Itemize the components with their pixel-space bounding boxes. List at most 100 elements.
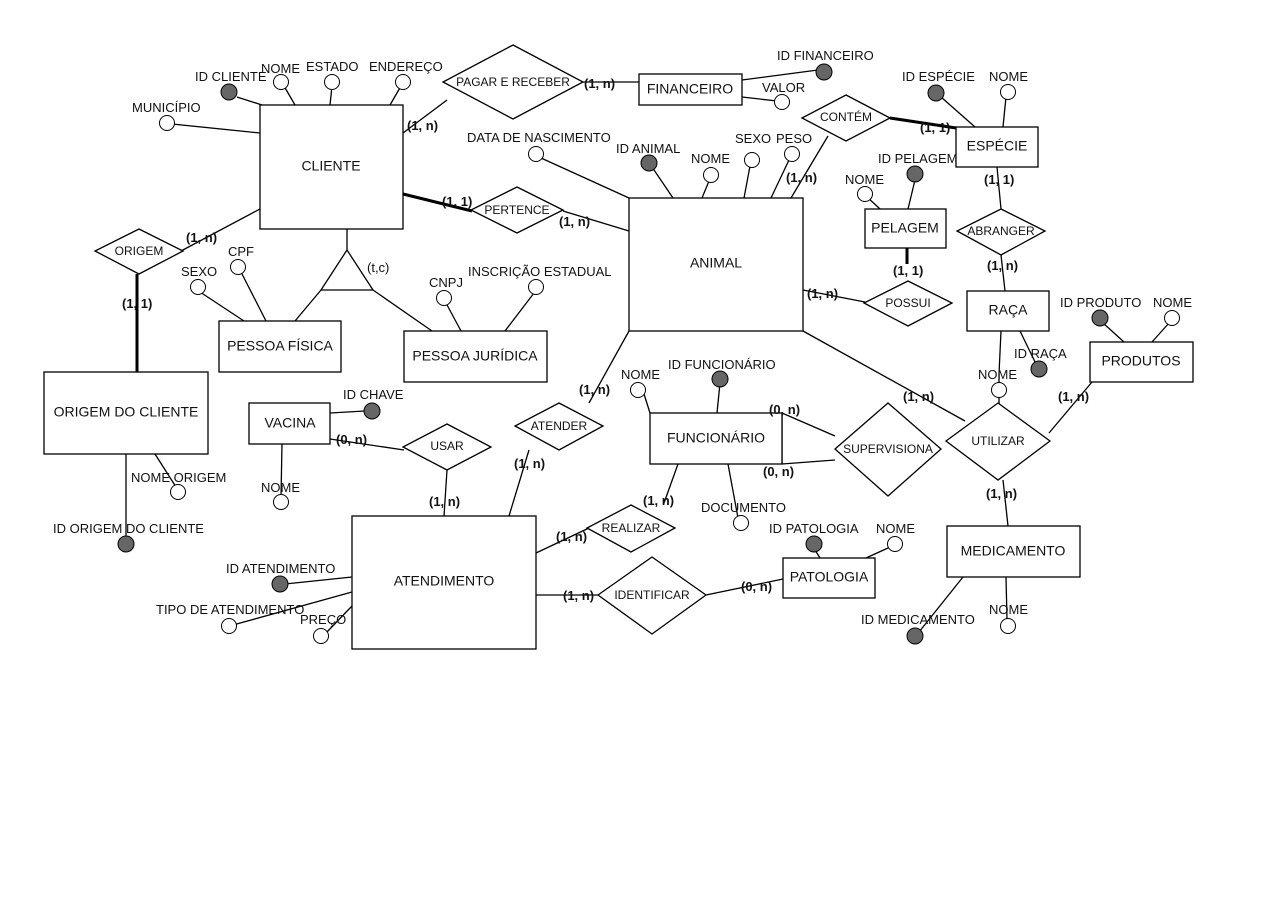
entity-especie xyxy=(955,126,1039,168)
entity-label: ORIGEM DO CLIENTE xyxy=(54,404,199,420)
attribute-icon xyxy=(395,74,411,90)
cardinality-label: (1, n) xyxy=(786,170,817,185)
cardinality-label: (1, n) xyxy=(986,486,1017,501)
key-attribute-icon xyxy=(927,84,945,102)
rel-origem xyxy=(93,228,185,275)
connection-lines xyxy=(125,69,1170,635)
rel-contem xyxy=(800,94,892,142)
attribute-label: TIPO DE ATENDIMENTO xyxy=(156,602,304,617)
cardinality-label: (1, 1) xyxy=(893,263,923,278)
key-attribute-icon xyxy=(363,402,381,420)
attribute-icon xyxy=(630,382,646,398)
key-attribute-icon xyxy=(1030,360,1048,378)
cardinality-label: (0, n) xyxy=(336,432,367,447)
attribute-label: NOME xyxy=(989,69,1028,84)
relationship-label: PERTENCE xyxy=(484,203,549,217)
attribute-icon xyxy=(159,115,175,131)
relationship-label: REALIZAR xyxy=(602,521,661,535)
attribute-icon xyxy=(221,618,237,634)
rel-supervisiona xyxy=(834,402,942,497)
key-attribute-icon xyxy=(1091,309,1109,327)
entity-origem-do-cliente xyxy=(43,371,209,455)
attribute-icon xyxy=(1000,84,1016,100)
attribute-label: CPF xyxy=(228,244,254,259)
specialization-label: (t,c) xyxy=(367,260,389,275)
rel-pertence xyxy=(469,186,565,234)
attribute-label: NOME xyxy=(621,367,660,382)
cardinality-label: (1, n) xyxy=(563,588,594,603)
attribute-icon xyxy=(1000,618,1016,634)
entity-raca xyxy=(966,290,1050,332)
rel-pagar-e-receber xyxy=(441,44,585,120)
key-attribute-icon xyxy=(220,83,238,101)
attribute-icon xyxy=(528,146,544,162)
relationship-label: UTILIZAR xyxy=(971,434,1025,448)
entity-label: PRODUTOS xyxy=(1101,353,1180,369)
attribute-icon xyxy=(703,167,719,183)
attribute-label: ID ATENDIMENTO xyxy=(226,561,335,576)
cardinality-label: (1, n) xyxy=(903,389,934,404)
attribute-icon xyxy=(991,382,1007,398)
rel-utilizar xyxy=(944,402,1052,481)
key-attribute-icon xyxy=(117,535,135,553)
entity-medicamento xyxy=(946,525,1081,578)
attribute-label: ID FINANCEIRO xyxy=(777,48,874,63)
attribute-label: NOME xyxy=(261,480,300,495)
attribute-label: ID ESPÉCIE xyxy=(902,69,975,84)
entity-label: PESSOA JURÍDICA xyxy=(412,348,538,364)
attribute-label: DOCUMENTO xyxy=(701,500,786,515)
cardinality-label: (1, 1) xyxy=(122,296,152,311)
attribute-label: ID MEDICAMENTO xyxy=(861,612,975,627)
entity-label: PESSOA FÍSICA xyxy=(227,338,333,354)
cardinality-label: (1, 1) xyxy=(442,194,472,209)
cardinality-label: (1, n) xyxy=(407,118,438,133)
attribute-label: PREÇO xyxy=(300,612,346,627)
relationship-label: USAR xyxy=(430,439,464,453)
entity-pessoa-fisica xyxy=(218,320,342,373)
attribute-icon xyxy=(273,74,289,90)
entity-label: VACINA xyxy=(264,415,316,431)
key-attribute-icon xyxy=(640,154,658,172)
relationship-label: ABRANGER xyxy=(967,224,1035,238)
attribute-icon xyxy=(528,279,544,295)
attribute-icon xyxy=(774,94,790,110)
attribute-icon xyxy=(1164,310,1180,326)
attribute-label: NOME xyxy=(1153,295,1192,310)
rel-usar xyxy=(401,423,493,471)
entity-animal xyxy=(628,197,804,332)
relationship-label: CONTÉM xyxy=(820,109,872,124)
cardinality-label: (0, n) xyxy=(769,402,800,417)
entity-label: FINANCEIRO xyxy=(647,81,733,97)
entity-label: RAÇA xyxy=(989,302,1029,318)
cardinality-label: (1, n) xyxy=(186,230,217,245)
attribute-icon xyxy=(436,290,452,306)
entity-cliente xyxy=(259,104,404,230)
attribute-label: ENDEREÇO xyxy=(369,59,443,74)
attribute-label: DATA DE NASCIMENTO xyxy=(467,130,611,145)
attribute-icon xyxy=(190,279,206,295)
cardinality-label: (1, 1) xyxy=(920,120,950,135)
key-attribute-icon xyxy=(906,165,924,183)
entity-label: ATENDIMENTO xyxy=(394,573,495,589)
entity-atendimento xyxy=(351,515,537,650)
relationship-label: SUPERVISIONA xyxy=(843,442,933,456)
entity-pelagem xyxy=(864,208,947,249)
entity-label: PELAGEM xyxy=(871,220,939,236)
entity-label: CLIENTE xyxy=(301,158,360,174)
attribute-icon xyxy=(744,152,760,168)
attribute-icon xyxy=(857,186,873,202)
entity-funcionario xyxy=(649,412,783,465)
cardinality-label: (1, n) xyxy=(579,382,610,397)
attribute-label: ID CLIENTE xyxy=(195,69,267,84)
attribute-label: NOME ORIGEM xyxy=(131,470,226,485)
cardinality-label: (1, n) xyxy=(1058,389,1089,404)
entity-label: PATOLOGIA xyxy=(790,569,869,585)
specialization-triangle xyxy=(319,248,375,291)
attribute-label: CNPJ xyxy=(429,275,463,290)
key-attribute-icon xyxy=(711,370,729,388)
entity-label: ESPÉCIE xyxy=(967,138,1028,154)
attribute-label: ID PRODUTO xyxy=(1060,295,1141,310)
attribute-label: ID ORIGEM DO CLIENTE xyxy=(53,521,204,536)
attribute-icon xyxy=(324,74,340,90)
